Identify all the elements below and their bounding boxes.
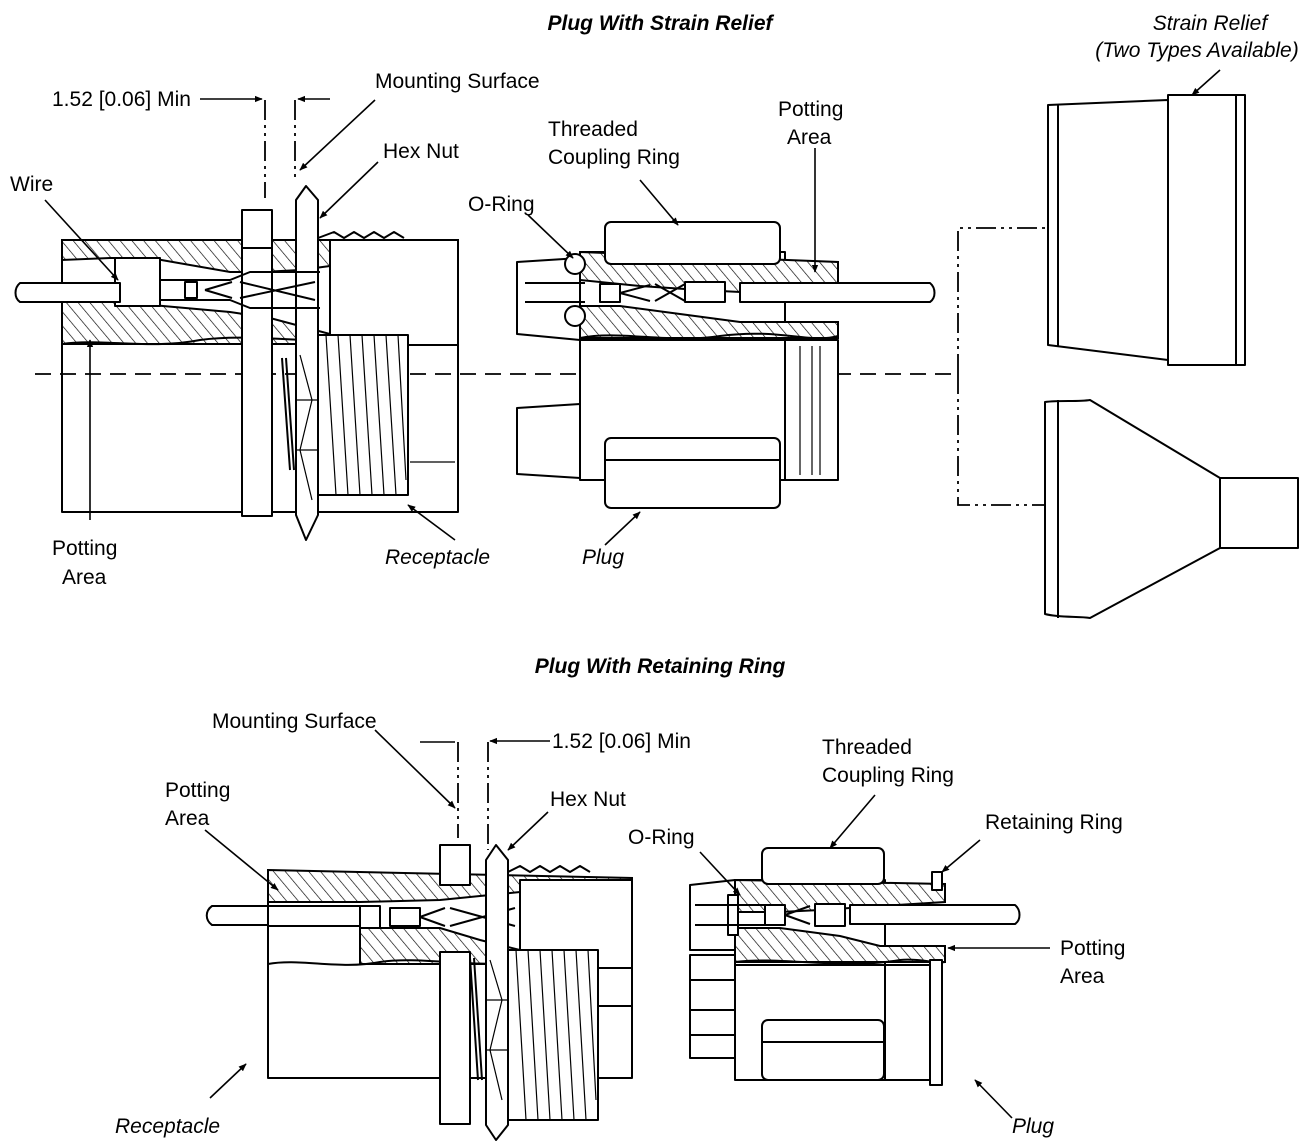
- retaining-ring-label: Retaining Ring: [985, 811, 1123, 834]
- receptacle-bottom: [205, 844, 633, 1141]
- potting-area-label-bottom-right: Potting: [1060, 937, 1125, 960]
- dimension-label-top: 1.52 [0.06] Min: [52, 88, 191, 111]
- plug-label-top: Plug: [582, 546, 624, 569]
- top-labels: Strain Relief (Two Types Available) 1.52…: [10, 12, 1299, 589]
- title-plug-with-retaining-ring: Plug With Retaining Ring: [535, 655, 786, 678]
- plug-label-bottom: Plug: [1012, 1115, 1054, 1138]
- potting-area-label-top-right: Potting: [778, 98, 843, 121]
- top-leaders: [44, 69, 1221, 546]
- mounting-surface-label-top: Mounting Surface: [375, 70, 540, 93]
- potting-area-label-bottom-right-2: Area: [1060, 965, 1105, 988]
- mounting-surface-label-bottom: Mounting Surface: [212, 710, 377, 733]
- o-ring-label-bottom: O-Ring: [628, 826, 695, 849]
- plug-top: [516, 221, 936, 509]
- hex-nut-label-top: Hex Nut: [383, 140, 459, 163]
- strain-relief-types: [957, 94, 1299, 619]
- coupling-ring-label-top: Coupling Ring: [548, 146, 680, 169]
- bottom-labels: Mounting Surface 1.52 [0.06] Min Threade…: [115, 710, 1125, 1138]
- bottom-leaders: [204, 729, 1050, 1119]
- wire-label: Wire: [10, 173, 53, 196]
- potting-area-label-bottom-left-2: Area: [165, 807, 210, 830]
- threaded-label-bottom: Threaded: [822, 736, 912, 759]
- potting-area-label-top-left-2: Area: [62, 566, 107, 589]
- bottom-section: Mounting Surface 1.52 [0.06] Min Threade…: [115, 710, 1125, 1141]
- receptacle-label-bottom: Receptacle: [115, 1115, 220, 1138]
- dimension-label-bottom: 1.52 [0.06] Min: [552, 730, 691, 753]
- top-section: Strain Relief (Two Types Available) 1.52…: [10, 12, 1299, 619]
- hex-nut-label-bottom: Hex Nut: [550, 788, 626, 811]
- potting-area-label-top-right-2: Area: [787, 126, 832, 149]
- strain-relief-label: Strain Relief: [1153, 12, 1270, 35]
- wire-left: [14, 282, 121, 303]
- plug-bottom: [689, 847, 1021, 1086]
- receptacle-label-top: Receptacle: [385, 546, 490, 569]
- threaded-label-top: Threaded: [548, 118, 638, 141]
- o-ring-label-top: O-Ring: [468, 193, 535, 216]
- coupling-ring-label-bottom: Coupling Ring: [822, 764, 954, 787]
- potting-area-label-top-left: Potting: [52, 537, 117, 560]
- strain-relief-types-label: (Two Types Available): [1095, 39, 1298, 62]
- potting-area-label-bottom-left: Potting: [165, 779, 230, 802]
- title-plug-with-strain-relief: Plug With Strain Relief: [548, 12, 775, 35]
- receptacle-top: [61, 185, 459, 541]
